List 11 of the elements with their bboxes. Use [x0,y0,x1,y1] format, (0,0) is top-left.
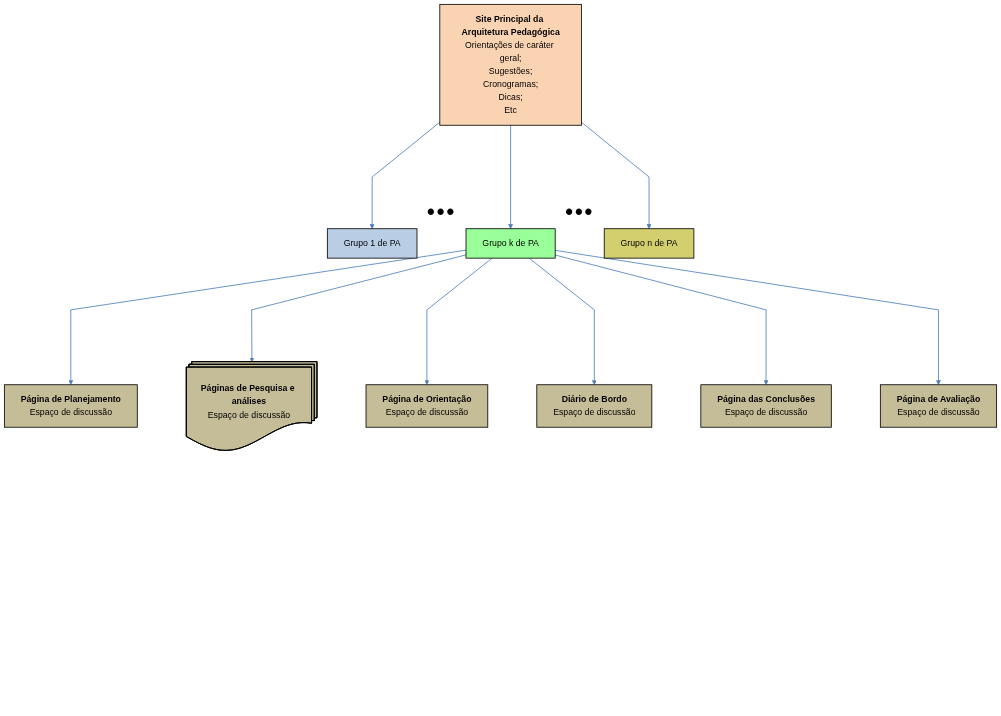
ellipsis-text: ••• [565,198,595,225]
node-box: Grupo n de PA [603,228,695,259]
node-box: Grupo k de PA [465,228,556,259]
node-box: Diário de Bordo Espaço de discussão [536,384,653,428]
node-box: Grupo 1 de PA [326,228,418,259]
node-box: Página de Avaliação Espaço de discussão [879,384,998,428]
ellipsis-text: ••• [427,198,457,225]
node-box: Página de Orientação Espaço de discussão [365,384,489,428]
node-box: Página das Conclusões Espaço de discussão [700,384,832,428]
node-box: Site Principal da Arquitetura Pedagógica Orientações de caráter geral; Sugestões; Cronogramas; Dicas; Etc [439,3,582,126]
node-box: Página de Planejamento Espaço de discussão [3,384,138,428]
